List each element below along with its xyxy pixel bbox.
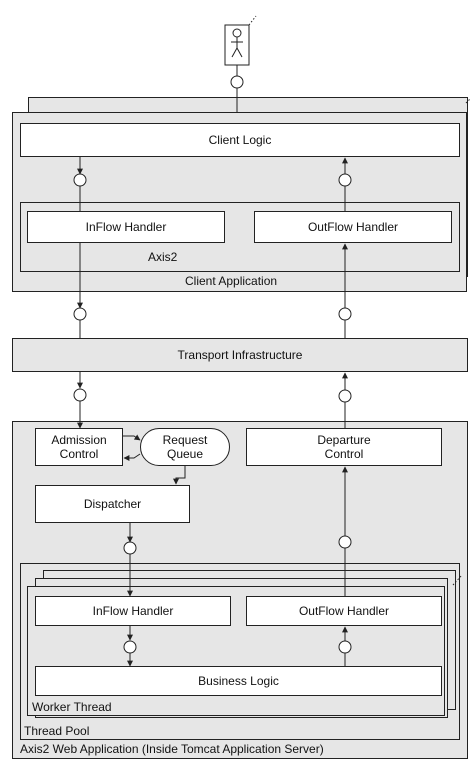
worker-thread-label: Worker Thread	[32, 700, 112, 714]
dispatcher-port	[123, 541, 137, 555]
business-logic-box: Business Logic	[35, 666, 442, 696]
client-port-right	[338, 173, 352, 187]
admission-to-queue-arrow	[123, 434, 141, 441]
worker-stack-dots	[452, 574, 463, 586]
departure-line1: Departure	[317, 433, 371, 447]
server-outflow-handler: OutFlow Handler	[246, 596, 442, 626]
admission-line1: Admission	[51, 433, 107, 447]
queue-line1: Request	[162, 433, 208, 447]
queue-line2: Queue	[166, 447, 204, 461]
axis2-label: Axis2	[148, 250, 178, 264]
departure-control: Departure Control	[246, 428, 442, 466]
client-stack-dots	[465, 98, 470, 104]
queue-to-dispatcher-arrow	[173, 466, 186, 485]
departure-port	[338, 535, 352, 549]
client-bottom-port-right	[338, 307, 352, 321]
admission-line2: Control	[59, 447, 99, 461]
client-application-label: Client Application	[185, 274, 278, 288]
client-bottom-port-left	[73, 307, 87, 321]
dispatcher-box: Dispatcher	[35, 485, 190, 523]
client-port-left	[73, 173, 87, 187]
request-queue: Request Queue	[140, 428, 230, 466]
client-outflow-handler: OutFlow Handler	[254, 211, 452, 243]
user-actor-icon	[224, 15, 257, 112]
transport-infrastructure: Transport Infrastructure	[12, 338, 468, 372]
thread-pool-label: Thread Pool	[24, 724, 90, 738]
worker-port-left	[123, 640, 137, 654]
web-application-label: Axis2 Web Application (Inside Tomcat App…	[20, 742, 324, 756]
worker-port-right	[338, 640, 352, 654]
server-top-port-right	[338, 389, 352, 403]
queue-to-admission-arrow	[123, 453, 141, 461]
client-logic-box: Client Logic	[20, 123, 460, 157]
client-inflow-handler: InFlow Handler	[27, 211, 225, 243]
departure-line2: Control	[324, 447, 364, 461]
server-inflow-handler: InFlow Handler	[35, 596, 231, 626]
server-top-port-left	[73, 388, 87, 402]
